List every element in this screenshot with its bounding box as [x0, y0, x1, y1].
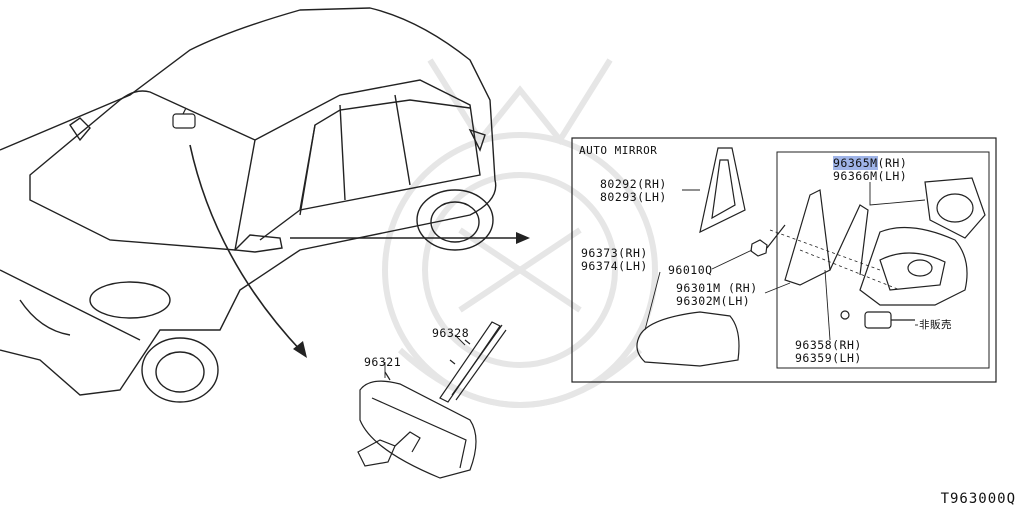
part-label-80293: 80293(LH)	[600, 190, 667, 204]
assembly-dashed-lines	[769, 229, 901, 291]
part-label-96365: 96365M(RH)	[833, 156, 908, 170]
car-outline	[0, 7, 497, 403]
part-label-96010: 96010Q	[668, 263, 713, 277]
mirror-cover-strip	[439, 321, 507, 403]
mirror-glass	[784, 189, 869, 286]
part-label-96358: 96358(RH)	[795, 338, 862, 352]
part-label-96374: 96374(LH)	[581, 259, 648, 273]
not-sold-label: 非販売	[919, 319, 952, 331]
part-label-80292: 80292(RH)	[600, 177, 667, 191]
leader-arrows	[189, 144, 520, 353]
part-label-96373: 96373(RH)	[581, 246, 648, 260]
room-mirror	[357, 371, 477, 479]
mirror-nut-icon	[750, 224, 786, 257]
diagram-code: T963000Q	[940, 491, 1016, 507]
arrow-head-down-icon	[293, 341, 307, 358]
auto-mirror-frame	[571, 137, 997, 383]
part-label-96301: 96301M (RH)	[676, 281, 758, 295]
arrow-head-right-icon	[516, 232, 530, 244]
part-label-96359: 96359(LH)	[795, 351, 862, 365]
mirror-subassembly-frame	[776, 151, 990, 369]
mirror-corner-cover	[699, 147, 746, 234]
windshield-mirror-icon	[172, 107, 196, 129]
part-label-96302: 96302M(LH)	[676, 294, 751, 308]
mirror-housing	[859, 226, 968, 306]
parts-leader-lines	[384, 334, 466, 378]
highlighted-part-number[interactable]: 96365M	[833, 156, 878, 170]
mirror-motor-icon	[840, 310, 915, 329]
part-label-96328: 96328	[432, 326, 470, 340]
part-label-96321: 96321	[364, 355, 402, 369]
inset-leader-lines	[644, 182, 926, 341]
mirror-cap	[636, 311, 740, 367]
part-label-96366: 96366M(LH)	[833, 169, 908, 183]
mirror-actuator-plate	[924, 177, 986, 239]
watermark-emblem	[382, 58, 658, 408]
inset-title: AUTO MIRROR	[579, 144, 658, 157]
part-label-96365-side: (RH)	[877, 156, 908, 170]
